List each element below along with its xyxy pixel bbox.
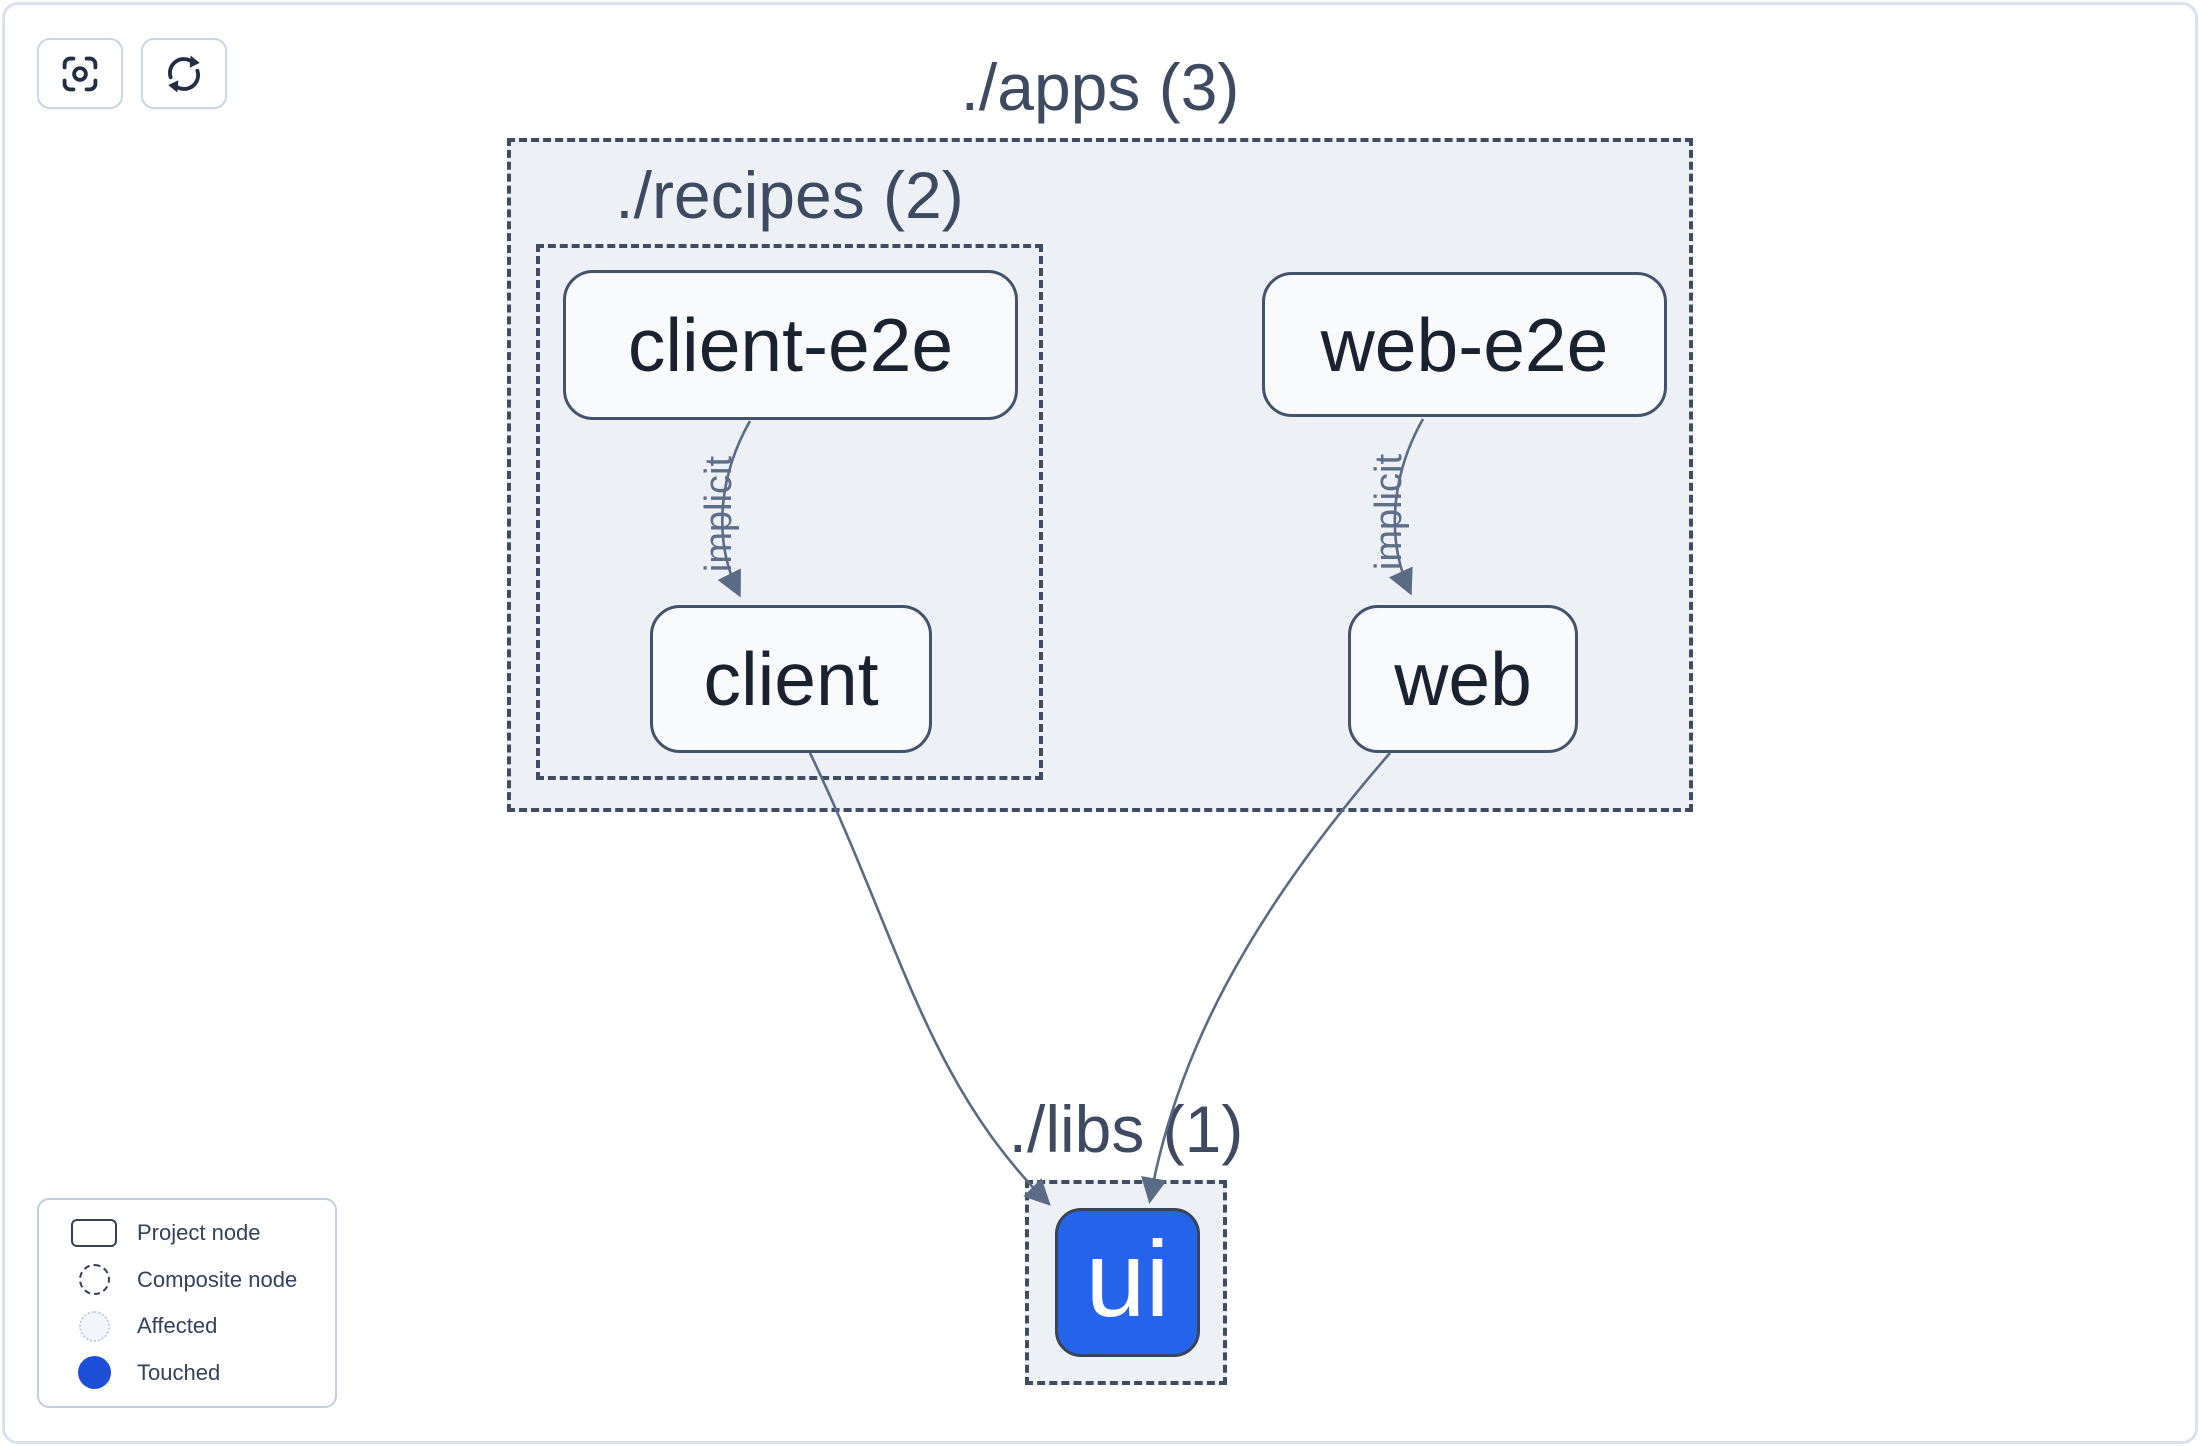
- node-label: web-e2e: [1320, 302, 1609, 387]
- node-client-e2e[interactable]: client-e2e: [563, 270, 1018, 420]
- composite-node-swatch: [61, 1264, 127, 1296]
- legend-label: Composite node: [137, 1266, 298, 1292]
- legend-label: Project node: [137, 1220, 261, 1246]
- node-web[interactable]: web: [1348, 605, 1578, 753]
- node-ui[interactable]: ui: [1055, 1208, 1200, 1357]
- affected-swatch: [61, 1310, 127, 1342]
- legend-item-affected: Affected: [39, 1303, 335, 1350]
- toolbar: [37, 38, 227, 109]
- legend-label: Touched: [137, 1359, 221, 1385]
- legend: Project node Composite node Affected Tou…: [37, 1198, 337, 1408]
- touched-swatch: [61, 1356, 127, 1390]
- group-libs-label: ./libs (1): [1008, 1092, 1244, 1166]
- group-apps-label: ./apps (3): [960, 50, 1240, 124]
- node-label: ui: [1085, 1218, 1170, 1339]
- node-label: web: [1394, 637, 1532, 721]
- node-label: client: [703, 637, 879, 721]
- project-node-swatch: [61, 1219, 127, 1248]
- legend-label: Affected: [137, 1313, 218, 1339]
- refresh-button[interactable]: [141, 38, 227, 109]
- group-recipes-label: ./recipes (2): [615, 158, 964, 232]
- focus-button[interactable]: [37, 38, 123, 109]
- node-label: client-e2e: [627, 303, 954, 387]
- refresh-icon: [168, 54, 200, 93]
- legend-item-touched: Touched: [39, 1350, 335, 1397]
- viewfinder-icon: [62, 56, 98, 91]
- legend-item-composite-node: Composite node: [39, 1257, 335, 1304]
- node-client[interactable]: client: [650, 605, 932, 753]
- legend-item-project-node: Project node: [39, 1210, 335, 1257]
- node-web-e2e[interactable]: web-e2e: [1262, 272, 1667, 417]
